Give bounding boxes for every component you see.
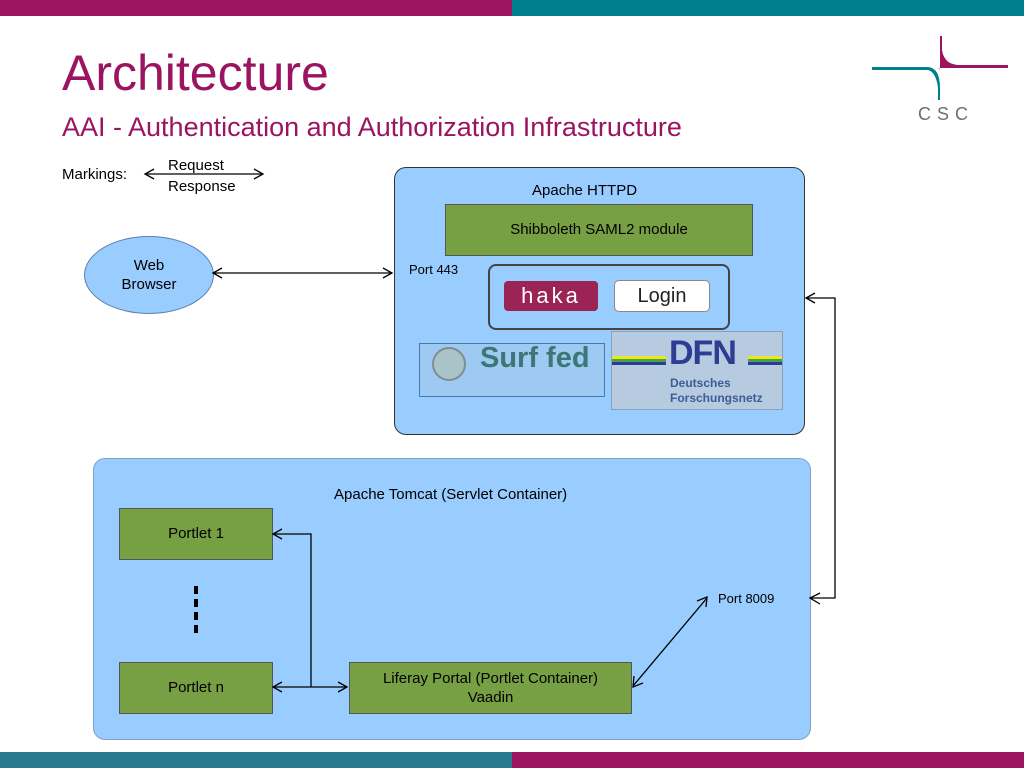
haka-logo[interactable]: haka — [504, 281, 598, 311]
top-bar-teal — [512, 0, 1024, 16]
dfn-stripe-left — [612, 356, 666, 365]
page-title: Architecture — [62, 45, 329, 101]
portlet-n: Portlet n — [119, 662, 273, 714]
csc-logo-icon — [872, 36, 1008, 100]
surf-fed-text: Surf fed — [480, 342, 590, 374]
dfn-sub-line1: Deutsches — [670, 376, 731, 390]
logo-text: CSC — [918, 104, 975, 124]
page-subtitle: AAI - Authentication and Authorization I… — [62, 112, 682, 142]
dfn-sub-line2: Forschungsnetz — [670, 391, 763, 405]
apache-httpd-title: Apache HTTPD — [532, 182, 638, 199]
liferay-portal: Liferay Portal (Portlet Container) Vaadi… — [349, 662, 632, 714]
web-browser-label: Web Browser — [121, 256, 177, 294]
legend-arrow — [143, 168, 265, 180]
liferay-line1: Liferay Portal (Portlet Container) — [382, 669, 599, 687]
browser-httpd-arrow — [211, 267, 394, 279]
port-443-label: Port 443 — [409, 262, 459, 277]
legend-request: Request — [168, 157, 224, 174]
dfn-logo: DFN Deutsches Forschungsnetz — [611, 331, 783, 410]
web-browser-node: Web Browser — [84, 236, 214, 314]
liferay-port-arrow — [632, 595, 708, 688]
bottom-bar-magenta — [512, 752, 1024, 768]
portlets-liferay-arrow — [271, 528, 349, 693]
dfn-subtitle: Deutsches Forschungsnetz — [670, 376, 763, 406]
portlet-1: Portlet 1 — [119, 508, 273, 560]
legend-response: Response — [168, 178, 236, 195]
legend-label: Markings: — [62, 166, 128, 183]
login-button[interactable]: Login — [614, 280, 710, 312]
httpd-tomcat-arrow — [804, 292, 836, 605]
dfn-stripe-right — [748, 356, 782, 365]
surf-fed-logo: Surf fed — [419, 342, 605, 397]
top-bar-magenta — [0, 0, 512, 16]
shibboleth-module: Shibboleth SAML2 module — [445, 204, 753, 256]
apache-tomcat-title: Apache Tomcat (Servlet Container) — [334, 486, 568, 503]
bottom-bar-teal — [0, 752, 512, 768]
port-8009-label: Port 8009 — [718, 591, 775, 606]
dfn-text: DFN — [669, 334, 737, 372]
liferay-line2: Vaadin — [467, 689, 514, 706]
seal-icon — [432, 347, 466, 381]
